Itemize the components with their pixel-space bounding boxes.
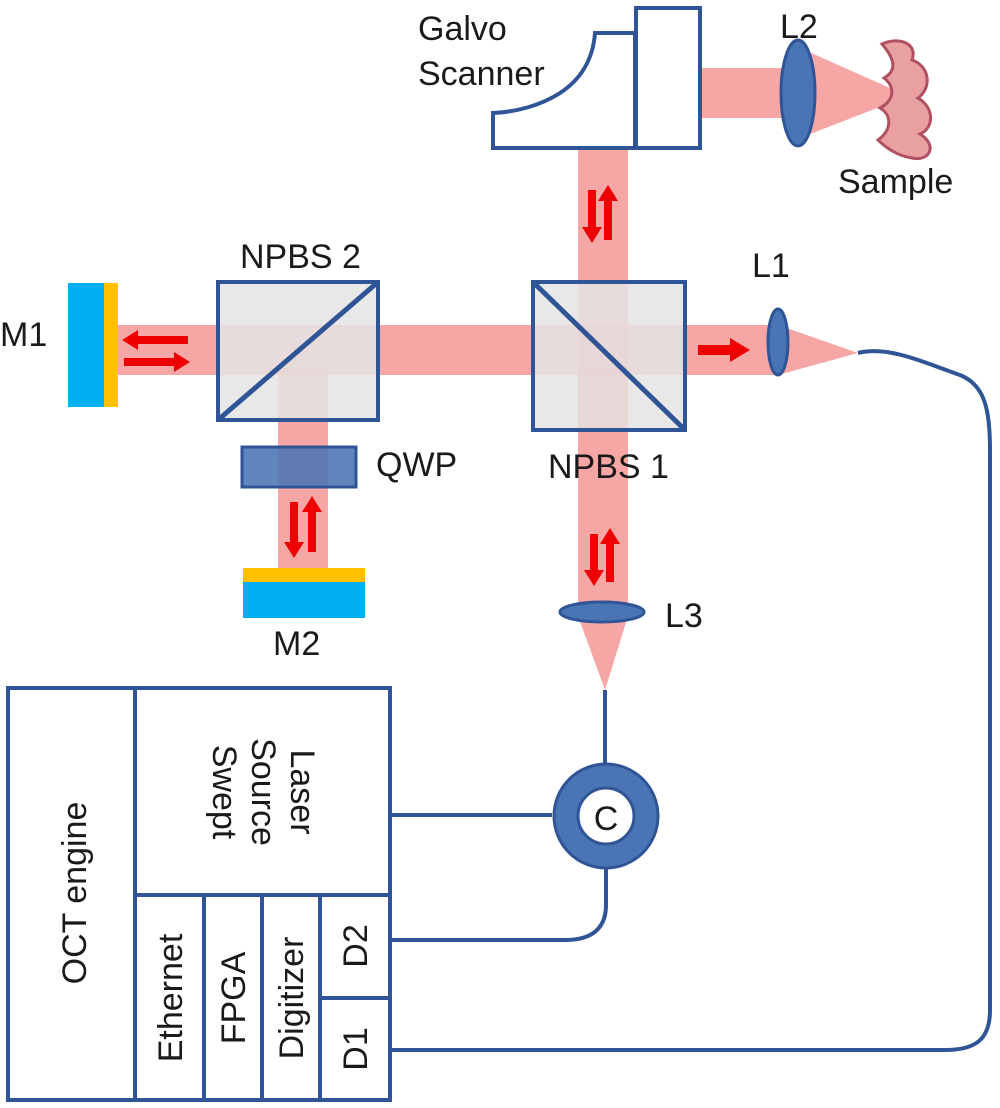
ethernet-label: Ethernet bbox=[152, 933, 190, 1062]
direction-arrows bbox=[122, 185, 750, 586]
circulator-label: C bbox=[594, 800, 619, 838]
lens-l3-label: L3 bbox=[665, 597, 703, 635]
galvo-motor bbox=[634, 6, 702, 150]
galvo-label-line1: Galvo bbox=[418, 10, 507, 48]
lens-l3 bbox=[558, 600, 646, 624]
arrow-m1-bidirectional bbox=[122, 330, 190, 372]
digitizer-label: Digitizer bbox=[273, 937, 311, 1060]
arrow-down bbox=[582, 190, 602, 243]
arrow-down bbox=[284, 502, 304, 558]
qwp-label: QWP bbox=[376, 446, 457, 484]
galvo-label-line2: Scanner bbox=[418, 55, 545, 93]
quarter-wave-plate bbox=[240, 445, 358, 489]
arrow-up bbox=[598, 185, 618, 240]
m2-substrate bbox=[243, 582, 365, 618]
sample-tissue bbox=[875, 39, 933, 161]
arrow-up bbox=[600, 528, 620, 582]
arrow-up bbox=[302, 496, 322, 552]
m1-coating bbox=[104, 283, 118, 407]
npbs-1: NPBS 1 bbox=[531, 280, 687, 486]
arrow-left bbox=[122, 330, 188, 350]
sample-label: Sample bbox=[838, 163, 953, 201]
beam-l3-focus bbox=[578, 616, 628, 690]
laser-label-line1: Swept bbox=[205, 745, 243, 840]
galvo-scanner: Galvo Scanner bbox=[418, 6, 702, 150]
oct-engine-label: OCT engine bbox=[56, 802, 94, 985]
oct-engine: OCT engine Swept Source Laser Ethernet F… bbox=[6, 686, 392, 1102]
fpga-label: FPGA bbox=[215, 951, 253, 1044]
npbs1-label: NPBS 1 bbox=[548, 448, 669, 486]
arrow-right bbox=[124, 352, 190, 372]
d2-label: D2 bbox=[337, 924, 375, 967]
m2-label: M2 bbox=[273, 625, 320, 663]
arrow-galvo-bidirectional bbox=[582, 185, 618, 243]
circulator: C bbox=[552, 762, 660, 870]
sample: Sample bbox=[838, 39, 953, 201]
mirror-m1: M1 bbox=[0, 283, 118, 407]
beam-l1-focus bbox=[778, 325, 858, 375]
npbs2-splitter-surface bbox=[216, 280, 380, 422]
circulator-hole bbox=[576, 786, 636, 846]
beam-l2-focus bbox=[800, 48, 908, 138]
lens-l1 bbox=[766, 307, 790, 377]
d1-label: D1 bbox=[337, 1027, 375, 1070]
galvo-mirror bbox=[491, 31, 637, 150]
arrow-m2-bidirectional bbox=[284, 496, 322, 558]
arrow-down bbox=[584, 534, 604, 586]
lens-l2-label: L2 bbox=[780, 8, 818, 46]
laser-label-line3: Laser bbox=[283, 749, 321, 834]
mirror-m2: M2 bbox=[243, 568, 365, 663]
laser-label-line2: Source bbox=[244, 738, 282, 846]
fiber-l1-to-d1 bbox=[390, 349, 992, 1052]
fiber-connections bbox=[390, 349, 992, 1052]
m1-substrate bbox=[68, 283, 104, 407]
npbs2-label: NPBS 2 bbox=[240, 238, 361, 276]
arrow-l3-bidirectional bbox=[584, 528, 620, 586]
lens-l2 bbox=[779, 38, 817, 148]
npbs1-splitter-surface bbox=[531, 280, 687, 432]
fiber-circulator-to-d2 bbox=[390, 866, 608, 942]
m2-coating bbox=[243, 568, 365, 582]
npbs-2: NPBS 2 bbox=[216, 238, 380, 422]
m1-label: M1 bbox=[0, 316, 47, 354]
arrow-to-l1 bbox=[698, 338, 750, 362]
lens-l1-label: L1 bbox=[752, 247, 790, 285]
